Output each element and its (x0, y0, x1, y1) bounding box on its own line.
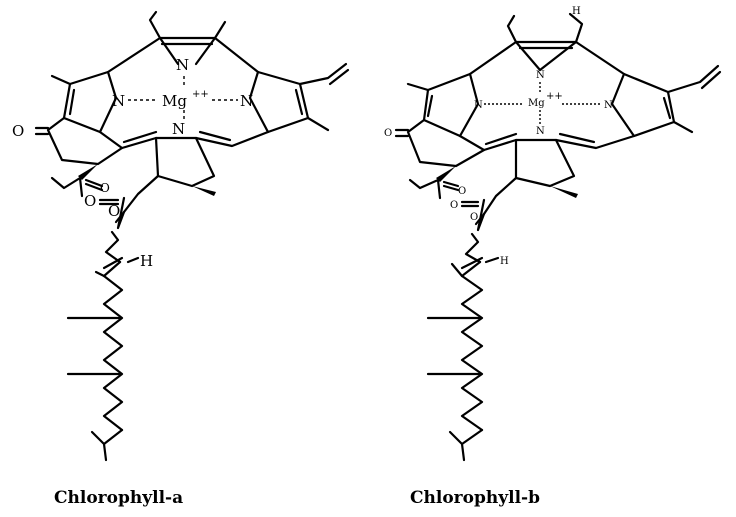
chl-b-h-bond (484, 256, 500, 264)
chl-a-right-double (294, 88, 304, 116)
chl-a-phytol-upper (104, 230, 122, 264)
chl-b-ketone-double (394, 128, 410, 138)
chl-b-right-pyrrole (610, 72, 676, 138)
chlorophyll-b-structure: N N N N Mg ++ H O O O O H (384, 6, 722, 462)
chlorophyll-a-caption: Chlorophyll-a (54, 488, 184, 508)
chl-b-vinyl (666, 64, 720, 94)
chl-b-ethyl-group (506, 14, 518, 44)
chl-a-terminal-isopropyl (90, 428, 124, 462)
chl-a-h-bond (126, 256, 140, 264)
chl-a-top-ring-inner (158, 36, 217, 66)
chl-b-n-left: N (474, 100, 483, 111)
chl-a-metal: Mg (162, 92, 187, 110)
chl-a-propionate-carbonyl (98, 198, 120, 206)
chl-b-ether-o: O (470, 212, 478, 223)
chl-a-methyl-1 (94, 270, 106, 278)
chl-a-n-left: N (112, 92, 125, 110)
chl-b-methyl-ester (408, 178, 442, 200)
chl-b-bottom-ring (514, 138, 576, 188)
chl-a-propionate (116, 174, 160, 230)
chl-a-hydrogen: H (140, 252, 153, 270)
chl-a-n-top: N (176, 56, 189, 74)
chl-b-wedge-methyl (550, 186, 578, 198)
chl-a-wedge-methyl (192, 186, 216, 196)
chl-b-terminal-isopropyl (448, 428, 484, 462)
chl-b-n-bottom: N (536, 126, 545, 137)
chl-a-n-bottom: N (172, 120, 185, 138)
chl-a-methyl-ester (50, 176, 84, 198)
chl-b-bottom-double-left (484, 132, 518, 146)
chl-b-methyl-1 (450, 262, 464, 278)
chl-a-methyl-top (213, 20, 227, 40)
chl-a-wedge-ester (78, 164, 98, 180)
chl-a-vinyl-double (328, 68, 350, 86)
chl-a-ether-o: O (108, 202, 120, 220)
chl-b-left-methyl (406, 82, 430, 92)
chl-a-ester-o: O (100, 181, 110, 195)
chl-a-phytol-zigzag (102, 260, 124, 432)
chl-a-carbonyl-o: O (84, 192, 96, 210)
chl-b-bottom-bridge (458, 134, 636, 152)
chl-b-propionate (476, 176, 518, 232)
chl-b-aldehyde (568, 12, 584, 44)
chl-b-metal: Mg (528, 98, 545, 109)
chl-b-carbonyl-o: O (450, 200, 458, 211)
chl-b-cyclopentanone (406, 118, 486, 168)
chl-a-ketone-o: O (12, 122, 24, 140)
chl-a-bottom-double-left (122, 130, 158, 144)
chl-b-phytol-zigzag (460, 260, 484, 432)
chl-a-ketone-double (34, 126, 50, 136)
chl-a-ester-carbonyl (84, 178, 104, 192)
chl-b-left-pyrrole (422, 72, 480, 138)
chl-b-ester-o: O (458, 186, 466, 197)
chl-a-charge: ++ (192, 89, 209, 100)
chl-a-phytol-double (102, 256, 124, 270)
chl-b-top-ring-inner (514, 40, 578, 72)
chl-b-top-ring-outer (468, 40, 626, 76)
chl-a-right-pyrrole (248, 70, 310, 134)
chl-b-phytol-double (460, 256, 484, 270)
chl-b-phytol-upper (464, 232, 482, 264)
chl-a-coordination-bonds (128, 76, 238, 120)
chl-a-bottom-double-right (198, 130, 232, 142)
chl-a-top-ring-outer (106, 36, 260, 74)
chl-b-aldehyde-h: H (572, 6, 581, 17)
chl-a-ester-link (114, 210, 126, 224)
chl-b-vinyl-double (700, 70, 722, 90)
chl-a-left-pyrrole (62, 70, 118, 134)
chl-b-coordination-bonds (484, 82, 600, 124)
chl-a-ethyl-group (148, 10, 162, 40)
chl-b-wedge-ester (436, 166, 456, 182)
chl-a-left-methyl (50, 74, 72, 86)
chl-b-ester-link (474, 212, 486, 226)
chl-a-bottom-bridge (98, 130, 270, 150)
chl-b-ester-carbonyl (442, 180, 460, 192)
chl-b-bottom-double-right (558, 132, 596, 144)
chlorophyll-a-structure: N N N N Mg ++ O O O O H (12, 10, 350, 462)
chl-a-n-right: N (240, 92, 253, 110)
chl-b-right-methyl (672, 120, 694, 134)
chl-a-vinyl (298, 62, 348, 86)
chl-b-ketone-o: O (384, 128, 392, 139)
chl-b-hydrogen: H (500, 256, 509, 267)
chl-b-n-right: N (604, 100, 613, 111)
chl-b-propionate-carbonyl (460, 200, 480, 208)
chl-a-cyclopentanone (46, 116, 124, 166)
chlorophyll-b-caption: Chlorophyll-b (410, 488, 540, 508)
chl-b-right-double (662, 96, 672, 120)
chl-a-left-double (68, 88, 76, 116)
chl-b-left-double (426, 94, 434, 118)
chl-a-bottom-ring (154, 136, 216, 188)
chl-b-n-top: N (536, 70, 545, 81)
chl-a-right-methyl (306, 116, 330, 132)
chl-b-charge: ++ (546, 91, 563, 102)
